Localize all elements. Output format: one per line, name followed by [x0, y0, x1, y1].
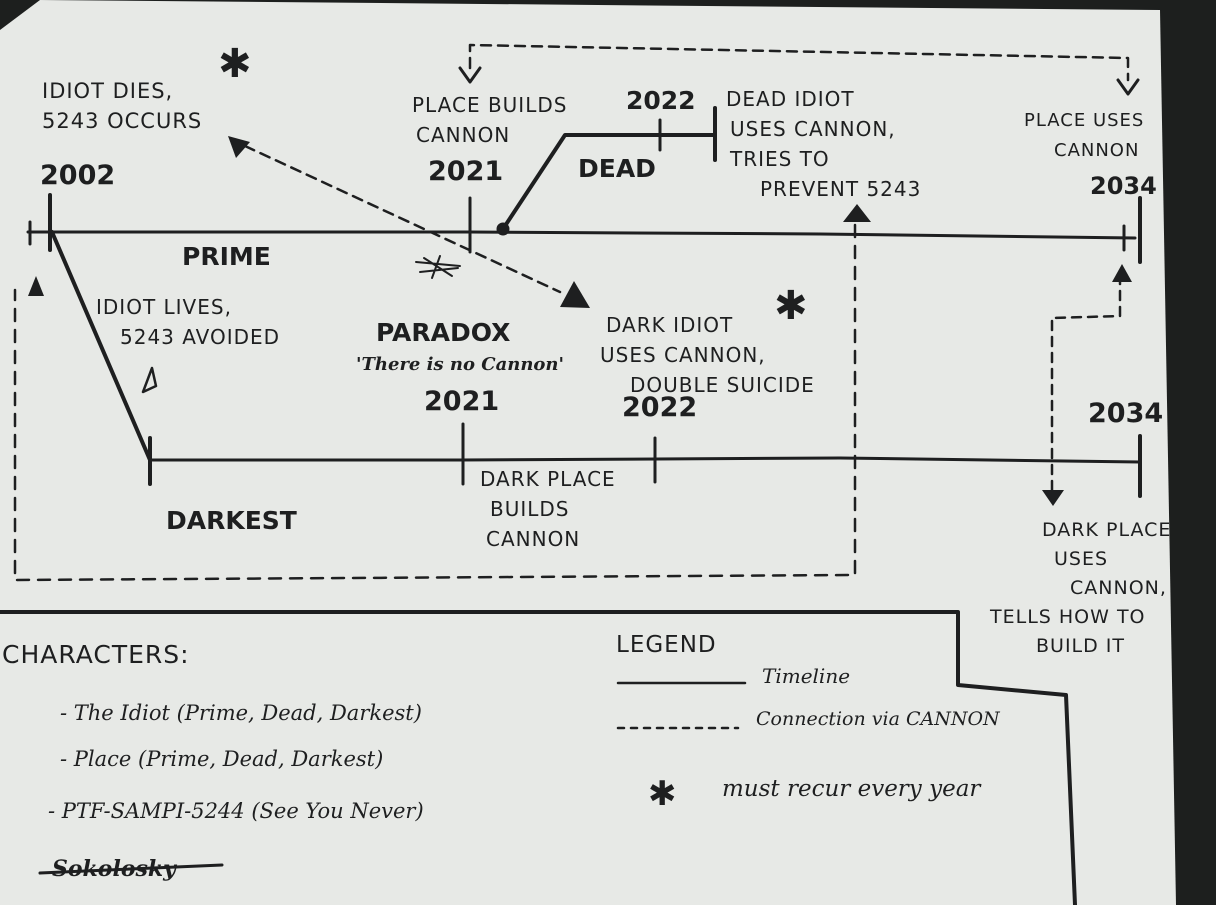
idiot-lives-note: IDIOT LIVES, 5243 AVOIDED: [96, 292, 280, 352]
darkest-label: DARKEST: [166, 506, 297, 535]
dark-place-uses-line-1: DARK PLACE: [1042, 519, 1172, 541]
place-uses-note: PLACE USES CANNON: [1024, 106, 1144, 166]
arrow-prime-end-up-head: [1112, 264, 1132, 282]
paper-sheet: [0, 0, 1176, 905]
arrow-2034-head: [1116, 78, 1140, 96]
paradox-year: 2021: [424, 386, 500, 417]
arrow-2021-head: [458, 66, 482, 84]
arrow-dead-idiot-head: [843, 204, 871, 222]
character-item: - Place (Prime, Dead, Darkest): [60, 747, 384, 771]
cannon-link-loop: [13, 223, 857, 582]
place-uses-line-2: CANNON: [1054, 140, 1140, 161]
idiot-lives-line-2: 5243 AVOIDED: [120, 325, 281, 349]
idiot-lives-line-1: IDIOT LIVES,: [96, 295, 232, 319]
idiot-dies-asterisk: ✱: [218, 41, 252, 87]
divider-line: [0, 610, 1077, 905]
dark-place-builds-note: DARK PLACE BUILDS CANNON: [480, 464, 616, 554]
legend-timeline-label: Timeline: [762, 664, 851, 688]
arrow-dark-place-down-head: [1042, 490, 1064, 506]
dark-place-uses-note: DARK PLACE USES CANNON, TELLS HOW TO BUI…: [990, 516, 1171, 661]
prime-timeline: [26, 230, 1137, 240]
dark-place-builds-line-2: BUILDS: [490, 497, 570, 521]
legend-recur-label: must recur every year: [722, 776, 981, 802]
paradox-title: PARADOX: [376, 318, 511, 347]
legend-title: LEGEND: [616, 632, 717, 658]
dark-idiot-line-1: DARK IDIOT: [606, 313, 734, 337]
dead-timeline: [501, 133, 717, 231]
scribble-mark: [415, 255, 461, 279]
place-builds-year: 2021: [428, 156, 504, 187]
dead-2022-year: 2022: [626, 86, 696, 115]
dead-idiot-line-3: TRIES TO: [730, 147, 830, 171]
idiot-dies-line-1: IDIOT DIES,: [42, 79, 174, 103]
idiot-dies-line-2: 5243 OCCURS: [42, 109, 203, 133]
dark-idiot-line-3: DOUBLE SUICIDE: [630, 373, 815, 397]
place-builds-line-1: PLACE BUILDS: [412, 93, 568, 117]
cannon-link-diagonal: [243, 144, 562, 294]
idiot-dies-note: IDIOT DIES, 5243 OCCURS: [42, 76, 202, 136]
dark-idiot-line-2: USES CANNON,: [600, 343, 766, 367]
place-builds-note: PLACE BUILDS CANNON: [412, 90, 567, 150]
dark-place-uses-line-5: BUILD IT: [1036, 635, 1126, 657]
characters-heading: CHARACTERS:: [2, 640, 190, 669]
darkest-branch: [50, 230, 152, 462]
dark-idiot-year: 2022: [622, 392, 698, 423]
dark-place-builds-line-1: DARK PLACE: [480, 467, 616, 491]
paradox-quote: 'There is no Cannon': [356, 354, 565, 375]
prime-label: PRIME: [182, 242, 271, 271]
characters-list: - The Idiot (Prime, Dead, Darkest) - Pla…: [48, 690, 424, 834]
dark-idiot-asterisk: ✱: [774, 283, 808, 329]
dead-idiot-line-2: USES CANNON,: [730, 117, 896, 141]
arrow-idiot-dies-head: [228, 136, 250, 158]
strikethrough-line: [38, 863, 224, 875]
legend-asterisk-icon: ✱: [648, 774, 677, 814]
character-item: - PTF-SAMPI-5244 (See You Never): [48, 799, 424, 823]
arrow-left-up-head: [28, 276, 44, 296]
struck-character: Sokolosky: [52, 856, 176, 882]
character-item: - The Idiot (Prime, Dead, Darkest): [60, 701, 422, 725]
cannon-link-right: [1050, 276, 1122, 492]
dead-label: DEAD: [578, 154, 656, 183]
darkest-end-year: 2034: [1088, 398, 1164, 429]
arrow-dark-idiot-head: [560, 281, 590, 308]
dead-idiot-note: DEAD IDIOT USES CANNON, TRIES TO PREVENT…: [726, 84, 921, 204]
dark-place-uses-line-2: USES: [1054, 548, 1109, 570]
place-uses-year: 2034: [1090, 172, 1157, 200]
dead-idiot-line-4: PREVENT 5243: [760, 177, 922, 201]
prime-start-year: 2002: [40, 160, 116, 191]
darkest-timeline: [148, 456, 1142, 464]
pointer-mark: [141, 366, 158, 394]
dead-idiot-line-1: DEAD IDIOT: [726, 87, 855, 111]
dark-place-uses-line-4: TELLS HOW TO: [990, 606, 1146, 628]
place-uses-line-1: PLACE USES: [1024, 110, 1145, 131]
dark-place-uses-line-3: CANNON,: [1070, 577, 1167, 599]
place-builds-line-2: CANNON: [416, 123, 511, 147]
legend-connection-label: Connection via CANNON: [756, 708, 1000, 730]
dark-place-builds-line-3: CANNON: [486, 527, 581, 551]
dark-idiot-note: DARK IDIOT USES CANNON, DOUBLE SUICIDE: [600, 310, 815, 400]
